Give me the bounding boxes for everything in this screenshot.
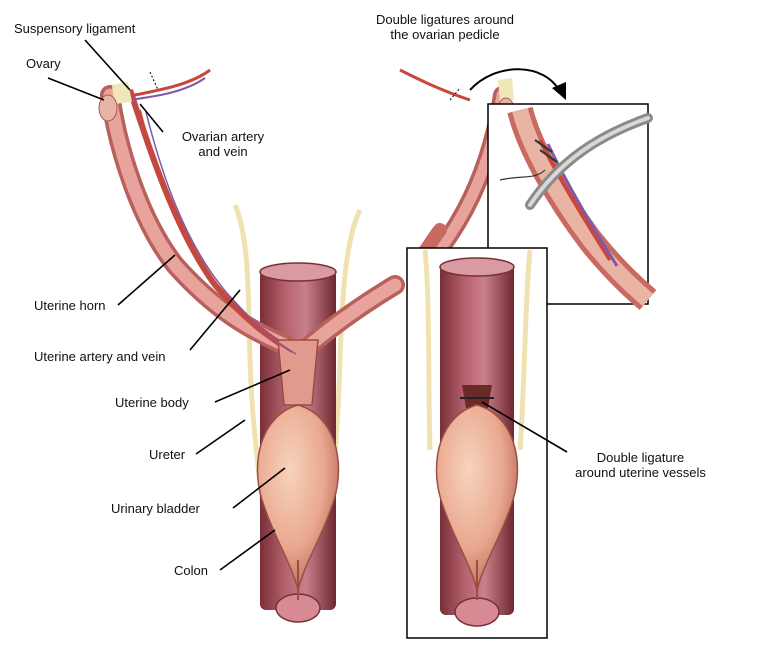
inset-suture <box>499 169 546 181</box>
left-uterine-vein <box>145 111 297 355</box>
left-uterine-horn-left-inner <box>103 88 292 352</box>
leader-colon <box>219 529 276 571</box>
left-colon-top <box>259 262 337 282</box>
label-ovarian-artery-line2: and vein <box>198 144 248 159</box>
label-uterine-artery: Uterine artery and vein <box>34 349 166 364</box>
left-ovary <box>98 94 118 122</box>
label-double-ligature-line2: around uterine vessels <box>575 465 706 480</box>
inset-ligature-1 <box>534 139 553 153</box>
inset-uterine-stump <box>462 385 492 408</box>
label-colon: Colon <box>174 563 208 578</box>
left-ovarian-artery <box>129 68 211 98</box>
left-uterine-body <box>277 339 319 406</box>
label-suspensory-ligament: Suspensory ligament <box>14 21 136 36</box>
pedicle-inset-content <box>499 106 657 310</box>
inset-horn-inner <box>512 107 654 307</box>
leader-ovary <box>47 77 105 101</box>
inset-forceps-highlight <box>528 116 650 207</box>
label-double-ligature-line1: Double ligature <box>596 450 685 465</box>
label-uterine-body: Uterine body <box>115 395 189 410</box>
leader-lines <box>47 39 568 571</box>
leader-uterine-horn <box>117 254 176 306</box>
uterine-inset-content <box>422 249 533 627</box>
left-uterine-artery <box>139 109 293 353</box>
curved-arrow <box>469 68 561 93</box>
inset-vein <box>546 143 619 267</box>
leader-ovarian-artery <box>139 103 164 133</box>
right-illustration <box>399 68 657 639</box>
inset-ureter-left <box>422 249 433 451</box>
leader-double-ligature <box>481 401 568 453</box>
label-double-ligature-uterine: Double ligature around uterine vessels <box>553 450 728 480</box>
label-ureter: Ureter <box>149 447 186 462</box>
right-suspensory-ligament <box>498 78 514 102</box>
right-ovarian-vessels <box>399 68 471 102</box>
inset-anus <box>454 597 500 627</box>
left-ovarian-vein <box>129 77 206 101</box>
label-urinary-bladder: Urinary bladder <box>111 501 200 516</box>
leader-ureter <box>195 419 246 455</box>
label-double-ligatures-line1: Double ligatures around <box>375 12 515 27</box>
label-double-ligatures-line2: the ovarian pedicle <box>390 27 500 42</box>
leader-urinary-bladder <box>232 467 286 509</box>
leader-suspensory-ligament <box>84 39 131 91</box>
label-ovarian-artery-line1: Ovarian artery <box>181 129 265 144</box>
inset-ureter-right <box>517 249 533 451</box>
label-ovary: Ovary <box>26 56 61 71</box>
inset-artery <box>538 139 612 262</box>
leader-uterine-artery <box>189 289 241 351</box>
label-ovarian-artery: Ovarian artery and vein <box>168 129 278 159</box>
left-cut-mark <box>149 71 159 91</box>
right-cut-mark <box>449 87 461 101</box>
label-double-ligatures-ovarian: Double ligatures around the ovarian pedi… <box>360 12 530 42</box>
curved-arrow-head <box>552 82 566 100</box>
leader-uterine-body <box>214 369 291 403</box>
left-illustration <box>98 68 405 623</box>
inset-colon-top <box>439 257 515 277</box>
label-uterine-horn: Uterine horn <box>34 298 106 313</box>
left-uterine-horn-right-inner <box>303 278 402 352</box>
inset-ligature-2 <box>539 149 558 163</box>
